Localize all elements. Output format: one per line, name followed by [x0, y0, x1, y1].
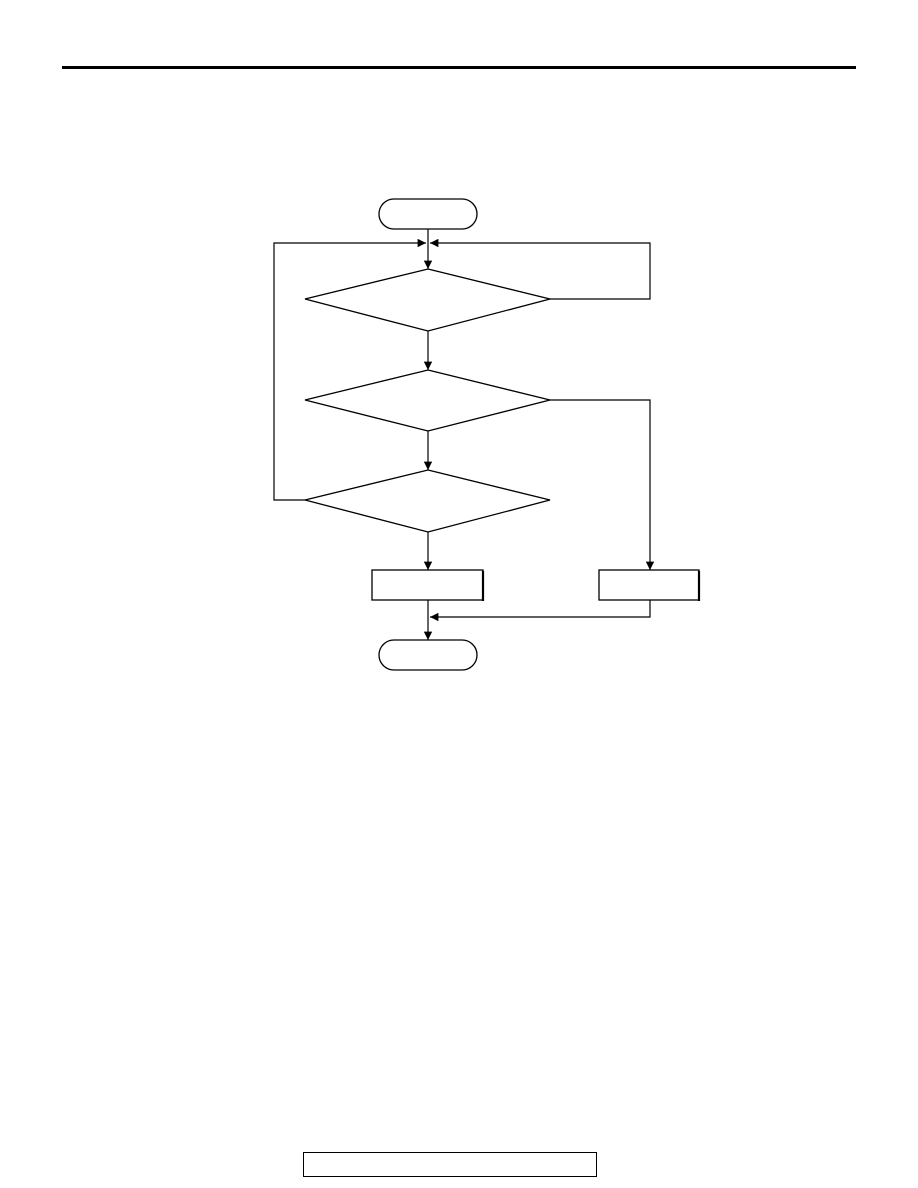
decision-1: [304, 268, 551, 332]
header-rule: [62, 66, 856, 69]
process-left: [371, 569, 485, 601]
process-right: [598, 569, 701, 601]
end-terminator: [378, 639, 478, 671]
connector-left-loop: [273, 238, 426, 501]
decision-3: [304, 469, 551, 533]
connector-right-process-merge: [430, 600, 651, 622]
start-terminator: [378, 198, 478, 230]
footer-box: [303, 1152, 597, 1177]
connector-d2-right-process: [550, 399, 655, 570]
connector-right-loop: [430, 238, 651, 300]
decision-2: [304, 369, 551, 432]
